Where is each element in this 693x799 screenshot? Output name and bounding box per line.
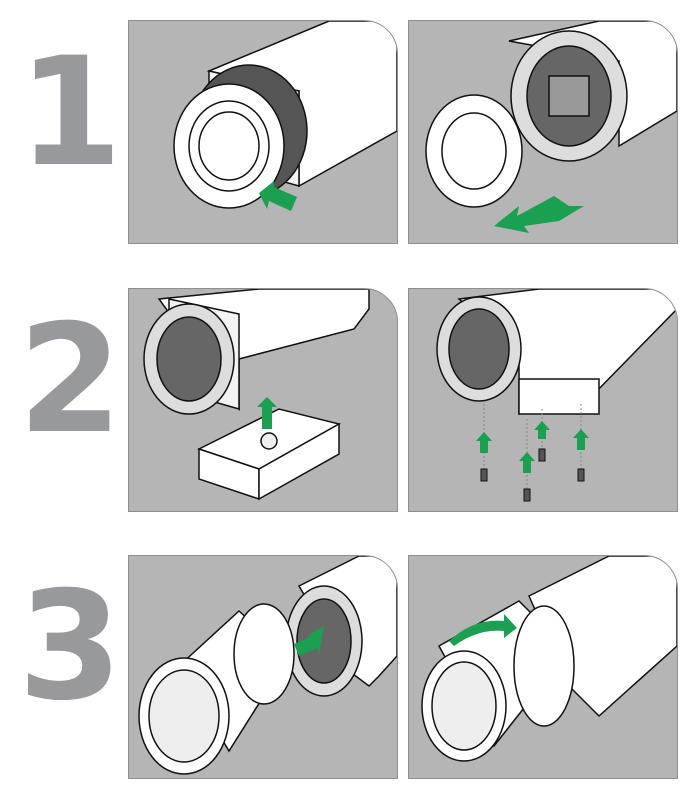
green-arrow-icon: [257, 397, 277, 429]
step2-insert-screws-panel: [408, 288, 678, 512]
green-arrow-icon: [476, 421, 589, 473]
step-number-1: 1: [18, 26, 123, 200]
step3-attach-lens-panel: [128, 555, 398, 779]
camera-lens-cap: [173, 64, 308, 209]
screw-icon: [480, 448, 585, 502]
step-number-3: 3: [18, 560, 123, 734]
tripod-mount-plate: [197, 408, 342, 501]
rotate-arrow-icon: [449, 614, 517, 646]
step1-remove-cap-panel: [408, 20, 678, 244]
green-arrow-icon: [294, 626, 324, 656]
green-arrow-icon: [259, 181, 297, 211]
green-arrow-icon: [494, 196, 584, 233]
camera-lens: [421, 600, 575, 762]
step1-press-cap-panel: [128, 20, 398, 244]
lens-cap: [425, 94, 523, 208]
step2-attach-mount-panel: [128, 288, 398, 512]
camera-lens: [138, 603, 295, 775]
step-number-2: 2: [18, 293, 123, 467]
step3-rotate-lens-panel: [408, 555, 678, 779]
